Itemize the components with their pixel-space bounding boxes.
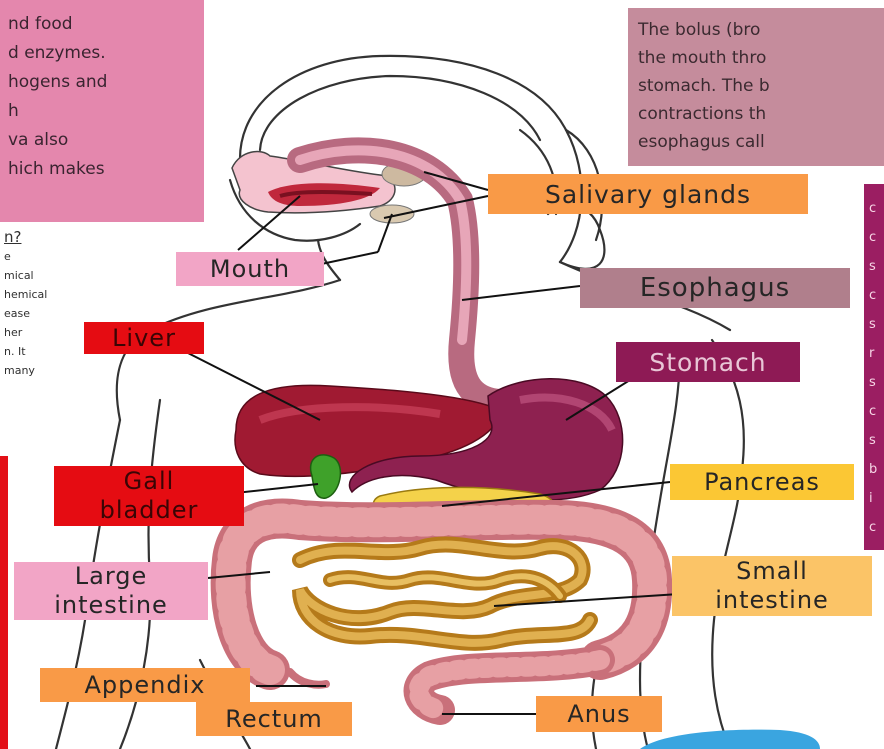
text-line: d enzymes. — [8, 39, 204, 68]
label-text: Salivary glands — [545, 180, 751, 209]
label-anus: Anus — [536, 696, 662, 732]
right-text-box: c c s c s r s c s b i c — [864, 184, 884, 550]
label-text: Gall — [124, 467, 175, 496]
text-line: h — [8, 97, 204, 126]
label-rectum: Rectum — [196, 702, 352, 736]
label-pancreas: Pancreas — [670, 464, 854, 500]
label-text: Small — [736, 557, 808, 586]
text-line: hemical — [4, 285, 120, 304]
text-line: stomach. The b — [638, 72, 884, 100]
text-line: s — [869, 310, 881, 339]
label-stomach: Stomach — [616, 342, 800, 382]
label-appendix: Appendix — [40, 668, 250, 702]
text-line: c — [869, 194, 881, 223]
text-line: ease — [4, 304, 120, 323]
label-text: Liver — [112, 324, 176, 352]
text-line: n? — [4, 228, 120, 247]
small-intestine-illustration — [300, 545, 590, 643]
label-text: Stomach — [649, 348, 766, 377]
text-line: c — [869, 397, 881, 426]
text-line: esophagus call — [638, 128, 884, 156]
label-salivary-glands: Salivary glands — [488, 174, 808, 214]
text-line: the mouth thro — [638, 44, 884, 72]
label-large-intestine: Large intestine — [14, 562, 208, 620]
text-line: r — [869, 339, 881, 368]
label-text: Appendix — [85, 671, 206, 699]
label-gall-bladder: Gall bladder — [54, 466, 244, 526]
label-esophagus: Esophagus — [580, 268, 850, 308]
text-line: hogens and — [8, 68, 204, 97]
label-liver: Liver — [84, 322, 204, 354]
label-mouth: Mouth — [176, 252, 324, 286]
label-text: Rectum — [225, 705, 323, 733]
text-line: s — [869, 368, 881, 397]
text-line: many — [4, 361, 120, 380]
top-left-text-box: nd food d enzymes. hogens and h va also … — [0, 0, 204, 222]
text-line: contractions th — [638, 100, 884, 128]
text-line: va also — [8, 126, 204, 155]
label-text: Pancreas — [704, 468, 820, 496]
text-line: c — [869, 281, 881, 310]
text-line: c — [869, 223, 881, 252]
label-text: intestine — [54, 591, 168, 620]
top-right-text-box: The bolus (bro the mouth thro stomach. T… — [628, 8, 884, 166]
label-text: bladder — [100, 496, 199, 525]
text-line: nd food — [8, 10, 204, 39]
text-line: s — [869, 426, 881, 455]
text-line: The bolus (bro — [638, 16, 884, 44]
label-text: Esophagus — [640, 273, 790, 303]
text-line: mical — [4, 266, 120, 285]
text-line: i — [869, 484, 881, 513]
label-text: Large — [75, 562, 148, 591]
label-text: Mouth — [210, 255, 290, 283]
left-red-bar — [0, 456, 8, 749]
text-line: c — [869, 513, 881, 542]
text-line: b — [869, 455, 881, 484]
text-line: e — [4, 247, 120, 266]
label-text: Anus — [567, 700, 630, 728]
blue-shape-decoration — [640, 730, 820, 749]
gall-bladder-illustration — [311, 455, 341, 498]
text-line: s — [869, 252, 881, 281]
label-small-intestine: Small intestine — [672, 556, 872, 616]
text-line: hich makes — [8, 155, 204, 184]
label-text: intestine — [715, 586, 829, 615]
